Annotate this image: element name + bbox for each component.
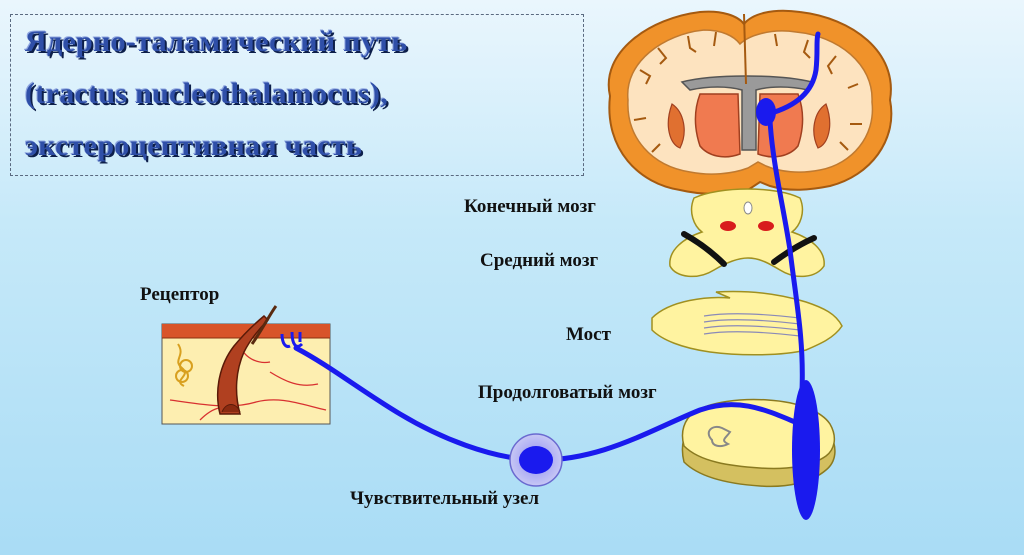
label-medulla: Продолговатый мозг (478, 382, 657, 403)
lateral-ventricles (680, 75, 814, 151)
brain-section (607, 9, 893, 195)
ganglion-cell-body (519, 446, 553, 474)
thalamocortical-tract (765, 31, 821, 117)
midbrain-section (669, 188, 825, 278)
label-receptor: Рецептор (140, 284, 220, 305)
title-box: Ядерно-таламический путь (tractus nucleo… (10, 14, 584, 176)
label-midbrain: Средний мозг (480, 250, 599, 271)
peripheral-process (293, 345, 537, 463)
label-telencephalon: Конечный мозг (464, 196, 596, 217)
skin-section (161, 305, 331, 425)
coiled-gland (175, 343, 193, 387)
title-line-1: Ядерно-таламический путь (25, 25, 408, 58)
title-line-3: экстероцептивная часть (25, 129, 363, 162)
pons-section (651, 290, 843, 356)
thalamus-left (694, 93, 741, 158)
central-process (531, 402, 803, 463)
basal-ganglia-left (667, 103, 685, 149)
basal-ganglia-right (813, 103, 831, 149)
thalamic-nucleus (756, 98, 776, 126)
sulci (633, 31, 862, 153)
title-line-2: (tractus nucleothalamocus), (25, 77, 389, 110)
medulla-nucleus (792, 380, 820, 520)
label-pons: Мост (566, 324, 611, 345)
label-ganglion: Чувствительный узел (350, 488, 540, 509)
receptor-ending (280, 331, 304, 348)
